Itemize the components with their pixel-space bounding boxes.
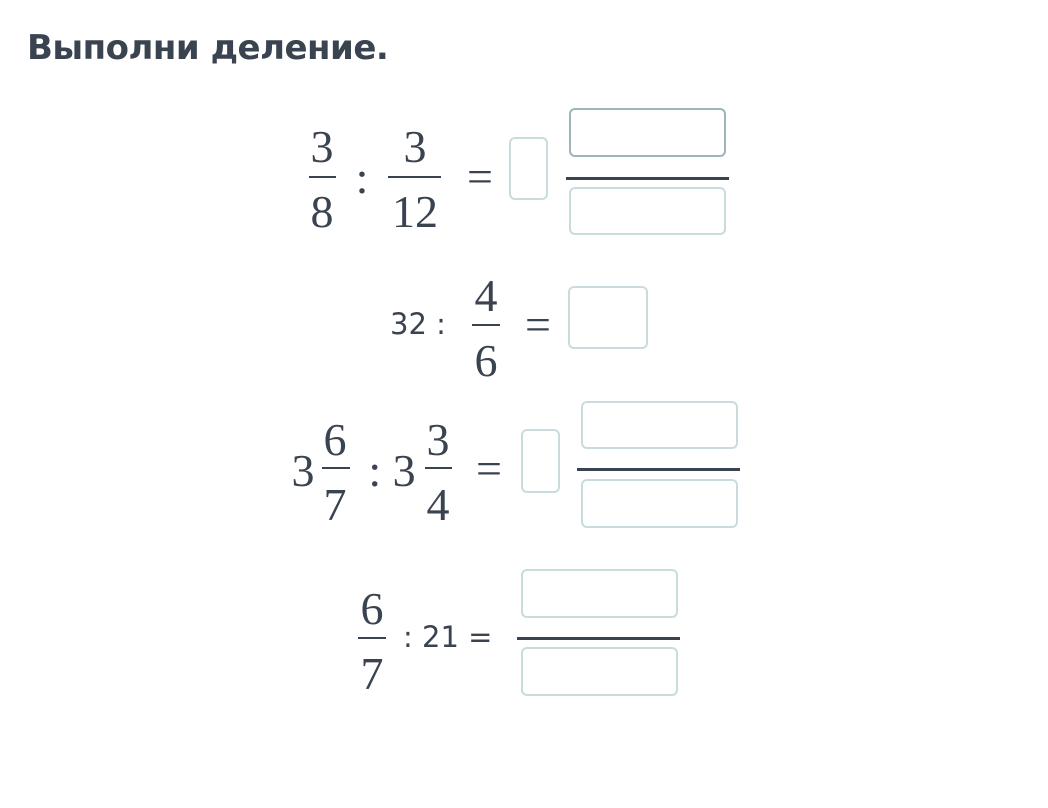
answer-input[interactable] xyxy=(568,286,648,349)
denominator: 8 xyxy=(310,186,334,237)
denominator: 7 xyxy=(323,479,347,530)
whole-part: 3 xyxy=(291,445,315,496)
task-title: Выполни деление. xyxy=(27,28,389,68)
whole-part-input[interactable] xyxy=(521,429,560,493)
divisor-text: : 21 = xyxy=(403,620,493,654)
denominator-input[interactable] xyxy=(581,479,738,528)
numerator-input[interactable] xyxy=(581,401,738,449)
divide-sign: : 3 xyxy=(368,445,416,496)
fraction-bar xyxy=(358,637,386,639)
numerator: 6 xyxy=(360,583,384,634)
fraction-bar xyxy=(322,467,350,469)
numerator-input[interactable] xyxy=(521,569,678,618)
denominator: 6 xyxy=(474,335,498,386)
fraction-bar xyxy=(577,468,740,471)
denominator-input[interactable] xyxy=(521,647,678,696)
numerator: 3 xyxy=(310,121,334,172)
equals-sign: = xyxy=(476,443,502,494)
numerator: 6 xyxy=(323,414,347,465)
fraction-bar xyxy=(309,176,336,178)
fraction-bar xyxy=(425,467,452,469)
numerator-input[interactable] xyxy=(569,108,726,157)
fraction-bar xyxy=(517,637,680,640)
numerator: 3 xyxy=(403,121,427,172)
denominator: 4 xyxy=(426,479,450,530)
equals-sign: = xyxy=(467,151,493,202)
numerator: 4 xyxy=(474,270,498,321)
denominator: 7 xyxy=(360,648,384,699)
divide-sign: : xyxy=(355,152,369,203)
fraction-bar xyxy=(388,176,441,178)
numerator: 3 xyxy=(426,414,450,465)
dividend: 32 : xyxy=(390,307,446,341)
whole-part-input[interactable] xyxy=(509,137,548,200)
fraction-bar xyxy=(566,177,729,180)
equals-sign: = xyxy=(525,299,551,350)
denominator-input[interactable] xyxy=(569,187,726,235)
denominator: 12 xyxy=(392,186,438,237)
fraction-bar xyxy=(472,324,500,326)
